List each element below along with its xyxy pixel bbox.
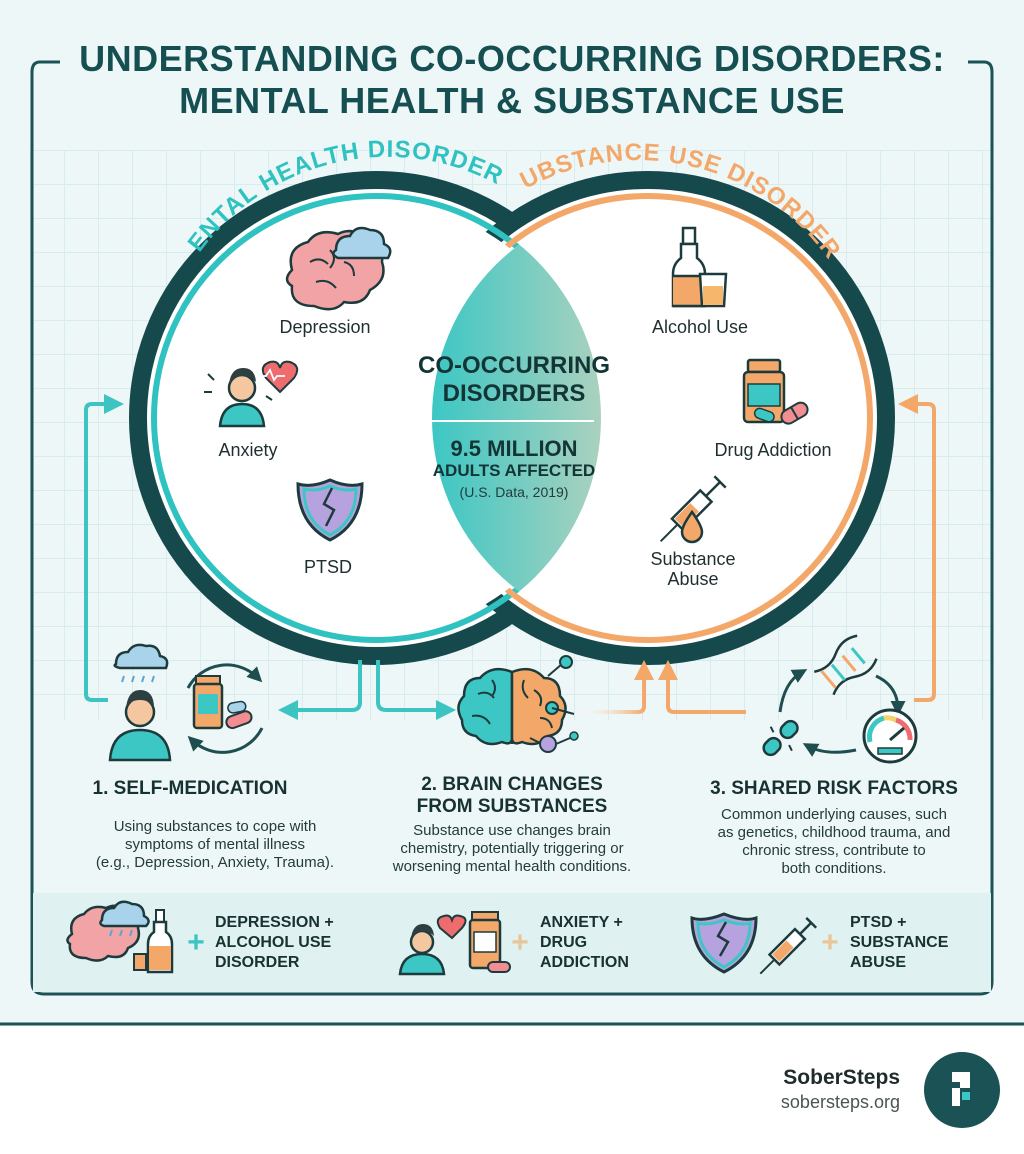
substance-abuse-label: Substance Abuse <box>630 549 756 589</box>
data-source-note: (U.S. Data, 2019) <box>459 484 569 500</box>
brand-name: SoberSteps <box>783 1066 900 1089</box>
factor-2-heading: 2. BRAIN CHANGES FROM SUBSTANCES <box>392 774 632 818</box>
combination-3: PTSD + SUBSTANCE ABUSE <box>850 913 980 973</box>
combination-3-line-3: ABUSE <box>850 954 907 971</box>
ptsd-label: PTSD <box>303 557 352 577</box>
risk-loop-arrow <box>898 394 936 702</box>
factor-2-heading-line-2: FROM SUBSTANCES <box>416 796 608 817</box>
anxious-person-icon <box>204 360 299 428</box>
overlap-title-line-1: CO-OCCURRING <box>418 352 610 379</box>
factor-2-heading-line-1: 2. BRAIN CHANGES <box>421 774 603 795</box>
brain-to-substance-arrow <box>574 668 646 714</box>
risk-to-substance-arrow <box>658 660 746 714</box>
brain-chemistry-icon <box>457 655 579 753</box>
factor-3-line-3: chronic stress, contribute to <box>742 842 926 859</box>
combination-2-line-1: ANXIETY + <box>540 914 623 931</box>
factor-3-heading: 3. SHARED RISK FACTORS <box>710 778 958 799</box>
overlap-lens <box>432 202 601 634</box>
factor-1-line-3: (e.g., Depression, Anxiety, Trauma). <box>95 854 335 871</box>
substance-abuse-line-2: Abuse <box>667 569 719 589</box>
affected-label: ADULTS AFFECTED <box>432 461 596 480</box>
combination-3-line-2: SUBSTANCE <box>850 934 949 951</box>
drug-addiction-label: Drug Addiction <box>714 440 832 460</box>
frame-border <box>30 60 994 996</box>
factor-1-description: Using substances to cope with symptoms o… <box>50 818 380 872</box>
combination-2-line-2: DRUG <box>540 934 588 951</box>
combination-1-line-3: DISORDER <box>215 954 300 971</box>
combination-2-line-3: ADDICTION <box>540 954 629 971</box>
alcohol-bottle-icon <box>671 226 728 308</box>
factor-3-line-2: as genetics, childhood trauma, and <box>717 824 951 841</box>
factor-3-line-4: both conditions. <box>781 860 887 877</box>
overlap-title: CO-OCCURRING DISORDERS <box>404 352 624 408</box>
mental-to-self-med-arrow <box>278 660 362 720</box>
title-line-1: UNDERSTANDING CO-OCCURRING DISORDERS: <box>79 38 945 79</box>
brain-cloud-icon <box>285 226 392 311</box>
pill-bottle-icon <box>742 358 809 425</box>
self-medication-icon <box>108 643 264 762</box>
title-line-2: MENTAL HEALTH & SUBSTANCE USE <box>179 80 845 121</box>
factor-2-line-2: chemistry, potentially triggering or <box>400 840 624 857</box>
factor-1-line-2: symptoms of mental illness <box>124 836 306 853</box>
syringe-drop-icon <box>659 475 727 544</box>
factor-2-line-1: Substance use changes brain <box>413 822 611 839</box>
combination-2: ANXIETY + DRUG ADDICTION <box>540 913 660 973</box>
combination-3-line-1: PTSD + <box>850 914 907 931</box>
factor-2-description: Substance use changes brain chemistry, p… <box>362 822 662 876</box>
page-title: UNDERSTANDING CO-OCCURRING DISORDERS: ME… <box>60 38 964 122</box>
combination-1-line-2: ALCOHOL USE <box>215 934 332 951</box>
anxious-person-pills-icon <box>398 911 511 976</box>
alcohol-use-label: Alcohol Use <box>651 317 749 337</box>
anxiety-label: Anxiety <box>218 440 278 460</box>
footer-area <box>0 1026 1024 1154</box>
combination-1-line-1: DEPRESSION + <box>215 914 334 931</box>
plus-sign-1: + <box>187 926 205 959</box>
factor-3-line-1: Common underlying causes, such <box>721 806 947 823</box>
substance-abuse-line-1: Substance <box>650 549 736 569</box>
shield-syringe-icon <box>690 912 818 975</box>
combination-band <box>33 893 991 992</box>
overlap-title-line-2: DISORDERS <box>442 380 586 407</box>
depression-label: Depression <box>279 317 371 337</box>
affected-count: 9.5 MILLION <box>450 436 578 461</box>
plus-sign-3: + <box>821 926 839 959</box>
factor-3-description: Common underlying causes, such as geneti… <box>694 806 974 878</box>
mental-to-brain-arrow <box>376 660 456 720</box>
factor-1-line-1: Using substances to cope with <box>113 818 317 835</box>
risk-factors-cycle-icon <box>762 634 918 764</box>
sobersteps-logo <box>924 1052 1000 1128</box>
plus-sign-2: + <box>511 926 529 959</box>
factor-2-line-3: worsening mental health conditions. <box>392 858 632 875</box>
broken-shield-icon <box>296 478 364 542</box>
factor-1-heading: 1. SELF-MEDICATION <box>92 778 288 799</box>
brain-cloud-bottle-icon <box>66 900 174 974</box>
combination-1: DEPRESSION + ALCOHOL USE DISORDER <box>215 913 365 973</box>
self-medication-loop-arrow <box>84 394 124 702</box>
brand-url[interactable]: sobersteps.org <box>780 1092 900 1112</box>
